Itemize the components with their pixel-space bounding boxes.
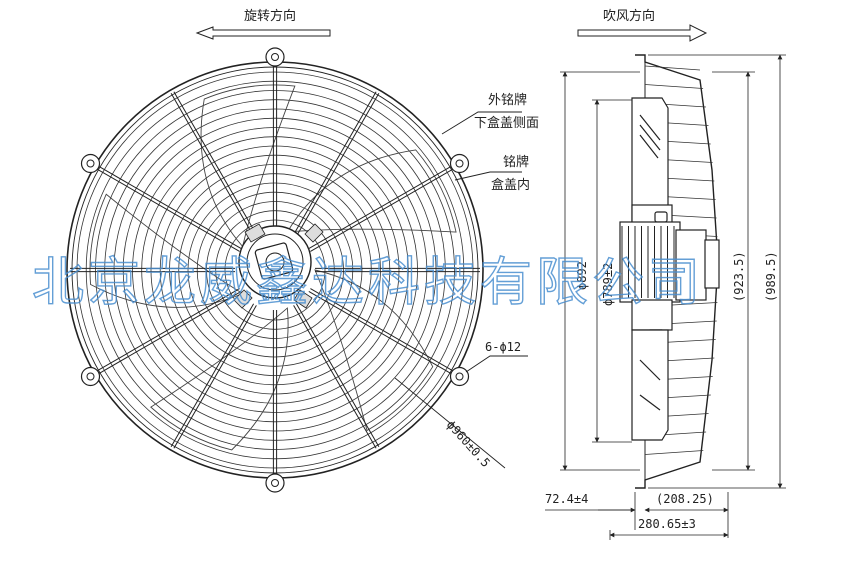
mounting-lug (265, 47, 285, 67)
guard-spoke (293, 91, 377, 235)
fan-blade (150, 307, 289, 451)
dimension-lines (545, 54, 786, 540)
dim-923: (923.5) (732, 251, 746, 302)
mounting-lug (449, 153, 470, 174)
guard-ring (187, 182, 363, 358)
side-guard-wire (644, 84, 704, 89)
nameplate-outer-label-2: 下盒盖侧面 (474, 115, 539, 131)
guard-spoke (308, 290, 452, 375)
fan-blade (89, 193, 244, 308)
guard-ring (159, 154, 391, 386)
mounting-hole (86, 159, 95, 168)
mounting-lug (80, 366, 101, 387)
mounting-hole (271, 479, 279, 487)
guard-spoke (293, 305, 377, 449)
guard-spoke (310, 168, 454, 252)
fan-blade (286, 149, 457, 233)
guard-ring (224, 219, 326, 321)
mounting-lug (265, 473, 285, 493)
guard-ring (104, 99, 446, 441)
motor-hub (233, 223, 324, 309)
mounting-hole (271, 53, 279, 61)
airflow-direction-label: 吹风方向 (603, 8, 655, 24)
outer-diameter-label: ϕ960±0.5 (444, 418, 493, 470)
guard-spoke (173, 305, 257, 449)
side-guard-wire (644, 450, 704, 455)
rotation-arrow (195, 26, 331, 40)
fan-blades (89, 84, 457, 451)
side-guard-wire (644, 65, 701, 71)
guard-ring (169, 164, 381, 376)
guard-spoke (173, 91, 257, 235)
guard-spoke (98, 290, 242, 375)
nameplate-outer-label-1: 外铭牌 (488, 92, 527, 108)
guard-spoke (170, 303, 255, 447)
side-view: 吹风方向 (545, 8, 786, 540)
dim-72: 72.4±4 (545, 492, 588, 506)
airflow-arrow (577, 24, 708, 42)
guard-rings (76, 71, 474, 469)
mounting-hole (455, 372, 464, 381)
dim-208: (208.25) (656, 492, 714, 506)
guard-spoke (308, 165, 452, 250)
mounting-lugs (80, 47, 470, 493)
nameplate-inner-label-2: 盒盖内 (491, 177, 530, 193)
fan-blade (200, 84, 296, 248)
nameplate-inner-label-1: 铭牌 (503, 154, 529, 170)
guard-spoke (98, 165, 242, 250)
guard-ring (95, 90, 455, 450)
guard-ring (150, 145, 400, 395)
company-watermark: 北京龙威鑫达科技有限公司 (32, 253, 704, 313)
guard-ring (85, 80, 465, 460)
guard-spoke (295, 93, 380, 237)
guard-spoke (170, 93, 255, 237)
guard-spoke (96, 288, 240, 372)
mounting-lug (80, 153, 101, 174)
guard-ring (196, 191, 354, 349)
guard-ring (215, 210, 335, 330)
dim-phi892: ϕ892 (575, 261, 589, 290)
guard-ring (113, 108, 437, 432)
mounting-lug (449, 366, 470, 387)
front-view: 旋转方向 外铭牌 下盒盖侧面 (66, 8, 539, 493)
guard-ring (122, 117, 428, 423)
guard-spoke (310, 288, 454, 372)
guard-spoke (295, 303, 380, 447)
guard-spokes (70, 65, 480, 475)
mount-holes-label: 6-ϕ12 (485, 340, 521, 354)
fan-blade (314, 269, 434, 432)
dim-phi789: ϕ789±2 (601, 263, 615, 306)
guard-ring (141, 136, 409, 404)
rotation-direction-label: 旋转方向 (244, 8, 296, 24)
dim-989: (989.5) (764, 251, 778, 302)
guard-ring (132, 127, 418, 413)
motor-body (619, 97, 720, 441)
outer-rim-inner (71, 66, 479, 474)
mounting-hole (455, 159, 464, 168)
guard-ring (76, 71, 474, 469)
guard-spoke (96, 168, 240, 252)
mounting-hole (86, 372, 95, 381)
guard-ring (178, 173, 372, 367)
dim-280: 280.65±3 (638, 517, 696, 531)
leader-lines (394, 111, 528, 469)
